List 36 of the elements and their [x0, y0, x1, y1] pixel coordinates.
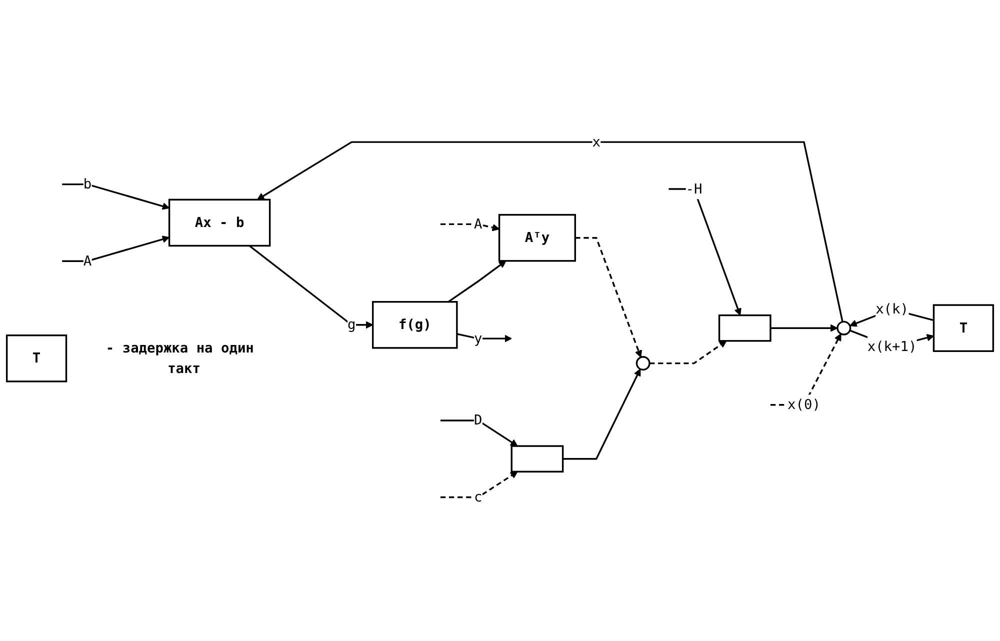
arrow — [62, 235, 170, 262]
arrow — [668, 188, 742, 316]
arrow — [456, 332, 512, 342]
arrow — [770, 324, 838, 332]
arrow — [440, 470, 518, 498]
arrow — [248, 244, 374, 328]
edge-label: x(k) — [876, 300, 908, 317]
edge-label: A — [474, 215, 482, 232]
arrow — [62, 183, 170, 210]
node-box: Ax - b — [168, 198, 271, 246]
node-circle — [636, 356, 650, 370]
arrow — [440, 419, 518, 446]
edge-label: x(0) — [788, 396, 820, 412]
edge-label: c — [474, 488, 482, 504]
arrow — [650, 340, 727, 364]
node-circle — [836, 320, 852, 335]
node-box: T — [932, 304, 994, 352]
edge-label: x(k+1) — [867, 338, 917, 354]
edge-label: -H — [686, 180, 702, 196]
node-box: f(g) — [372, 300, 458, 348]
arrow — [448, 260, 506, 302]
arrow — [575, 236, 642, 358]
node-box — [718, 314, 772, 342]
edge-label: D — [474, 411, 482, 428]
node-box: Aᵀy — [498, 214, 576, 262]
edge-label: b — [83, 175, 92, 192]
arrow — [562, 368, 641, 460]
edge-label: x — [592, 133, 600, 150]
edge-label: A — [83, 252, 92, 268]
node-label: - задержка на один такт — [106, 339, 254, 376]
arrow — [440, 222, 500, 231]
edge-label: y — [474, 330, 482, 346]
arrow — [256, 140, 844, 322]
node-box — [510, 444, 564, 472]
node-box: T — [6, 334, 68, 382]
edge-label: g — [348, 316, 356, 332]
